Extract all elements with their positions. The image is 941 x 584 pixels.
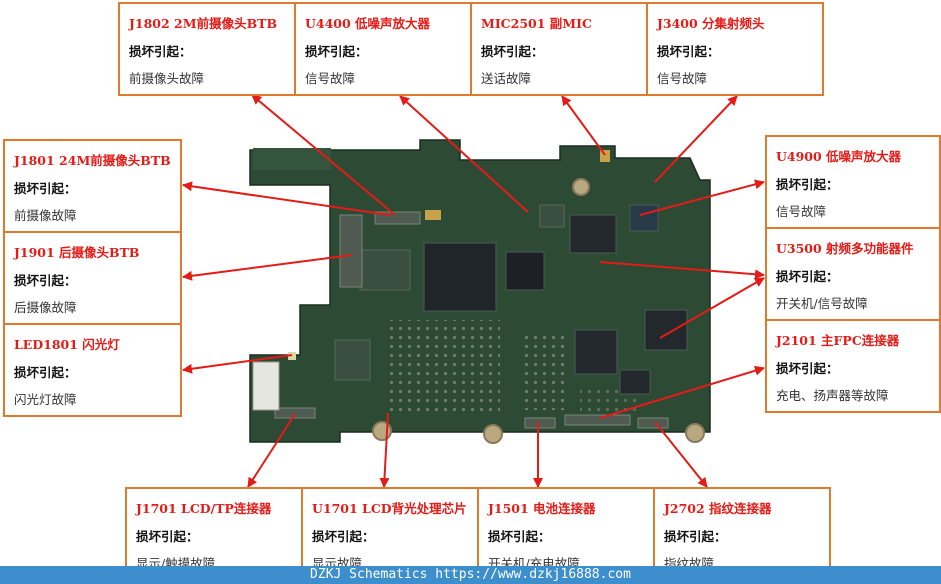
callout-cause-label: 损坏引起：: [14, 273, 77, 288]
callout-j2101: J2101 主FPC连接器 损坏引起： 充电、扬声器等故障: [765, 319, 941, 413]
callout-fault: 前摄像头故障: [129, 71, 205, 86]
callout-title: LED1801 闪光灯: [14, 337, 120, 352]
callout-cause-label: 损坏引起：: [776, 361, 839, 376]
callout-title: U4400 低噪声放大器: [305, 16, 431, 31]
callout-cause-label: 损坏引起：: [305, 44, 368, 59]
callout-j2702: J2702 指纹连接器 损坏引起： 指纹故障: [653, 487, 831, 573]
callout-fault: 前摄像故障: [14, 208, 77, 223]
callout-title: J1701 LCD/TP连接器: [136, 501, 272, 516]
callout-j1801: J1801 24M前摄像头BTB 损坏引起： 前摄像故障: [3, 139, 182, 233]
callout-title: U1701 LCD背光处理芯片: [312, 501, 467, 516]
callout-title: J1501 电池连接器: [488, 501, 596, 516]
callout-cause-label: 损坏引起：: [776, 177, 839, 192]
callout-fault: 闪光灯故障: [14, 392, 77, 407]
callout-fault: 送话故障: [481, 71, 532, 86]
callout-u4400: U4400 低噪声放大器 损坏引起： 信号故障: [294, 2, 472, 96]
callout-fault: 后摄像故障: [14, 300, 77, 315]
callout-cause-label: 损坏引起：: [776, 269, 839, 284]
callout-cause-label: 损坏引起：: [312, 529, 375, 544]
callout-cause-label: 损坏引起：: [14, 181, 77, 196]
callout-title: J1802 2M前摄像头BTB: [129, 16, 278, 31]
callout-j1901: J1901 后摄像头BTB 损坏引起： 后摄像故障: [3, 231, 182, 325]
callout-cause-label: 损坏引起：: [129, 44, 192, 59]
callout-title: J3400 分集射频头: [657, 16, 765, 31]
callout-u1701: U1701 LCD背光处理芯片 损坏引起： 显示故障: [301, 487, 479, 573]
callout-fault: 信号故障: [657, 71, 708, 86]
pointer-arrows: [182, 94, 765, 488]
callout-title: J2101 主FPC连接器: [776, 333, 900, 348]
callout-u3500: U3500 射频多功能器件 损坏引起： 开关机/信号故障: [765, 227, 941, 321]
callout-title: J2702 指纹连接器: [664, 501, 772, 516]
callout-mic2501: MIC2501 副MIC 损坏引起： 送话故障: [470, 2, 648, 96]
callout-cause-label: 损坏引起：: [657, 44, 720, 59]
callout-j1802: J1802 2M前摄像头BTB 损坏引起： 前摄像头故障: [118, 2, 296, 96]
callout-j1701: J1701 LCD/TP连接器 损坏引起： 显示/触摸故障: [125, 487, 303, 573]
callout-title: MIC2501 副MIC: [481, 16, 592, 31]
callout-cause-label: 损坏引起：: [664, 529, 727, 544]
callout-fault: 充电、扬声器等故障: [776, 388, 889, 403]
pcb-components: [252, 150, 705, 444]
callout-u4900: U4900 低噪声放大器 损坏引起： 信号故障: [765, 135, 941, 229]
callout-fault: 开关机/信号故障: [776, 296, 868, 311]
callout-cause-label: 损坏引起：: [488, 529, 551, 544]
watermark-footer: DZKJ Schematics https://www.dzkj16888.co…: [0, 566, 941, 584]
callout-j1501: J1501 电池连接器 损坏引起： 开关机/充电故障: [477, 487, 655, 573]
callout-led1801: LED1801 闪光灯 损坏引起： 闪光灯故障: [3, 323, 182, 417]
callout-title: J1801 24M前摄像头BTB: [14, 153, 171, 168]
callout-fault: 信号故障: [776, 204, 827, 219]
callout-title: U3500 射频多功能器件: [776, 241, 914, 256]
callout-cause-label: 损坏引起：: [14, 365, 77, 380]
callout-cause-label: 损坏引起：: [136, 529, 199, 544]
callout-j3400: J3400 分集射频头 损坏引起： 信号故障: [646, 2, 824, 96]
callout-title: U4900 低噪声放大器: [776, 149, 902, 164]
callout-title: J1901 后摄像头BTB: [14, 245, 140, 260]
callout-cause-label: 损坏引起：: [481, 44, 544, 59]
callout-fault: 信号故障: [305, 71, 356, 86]
